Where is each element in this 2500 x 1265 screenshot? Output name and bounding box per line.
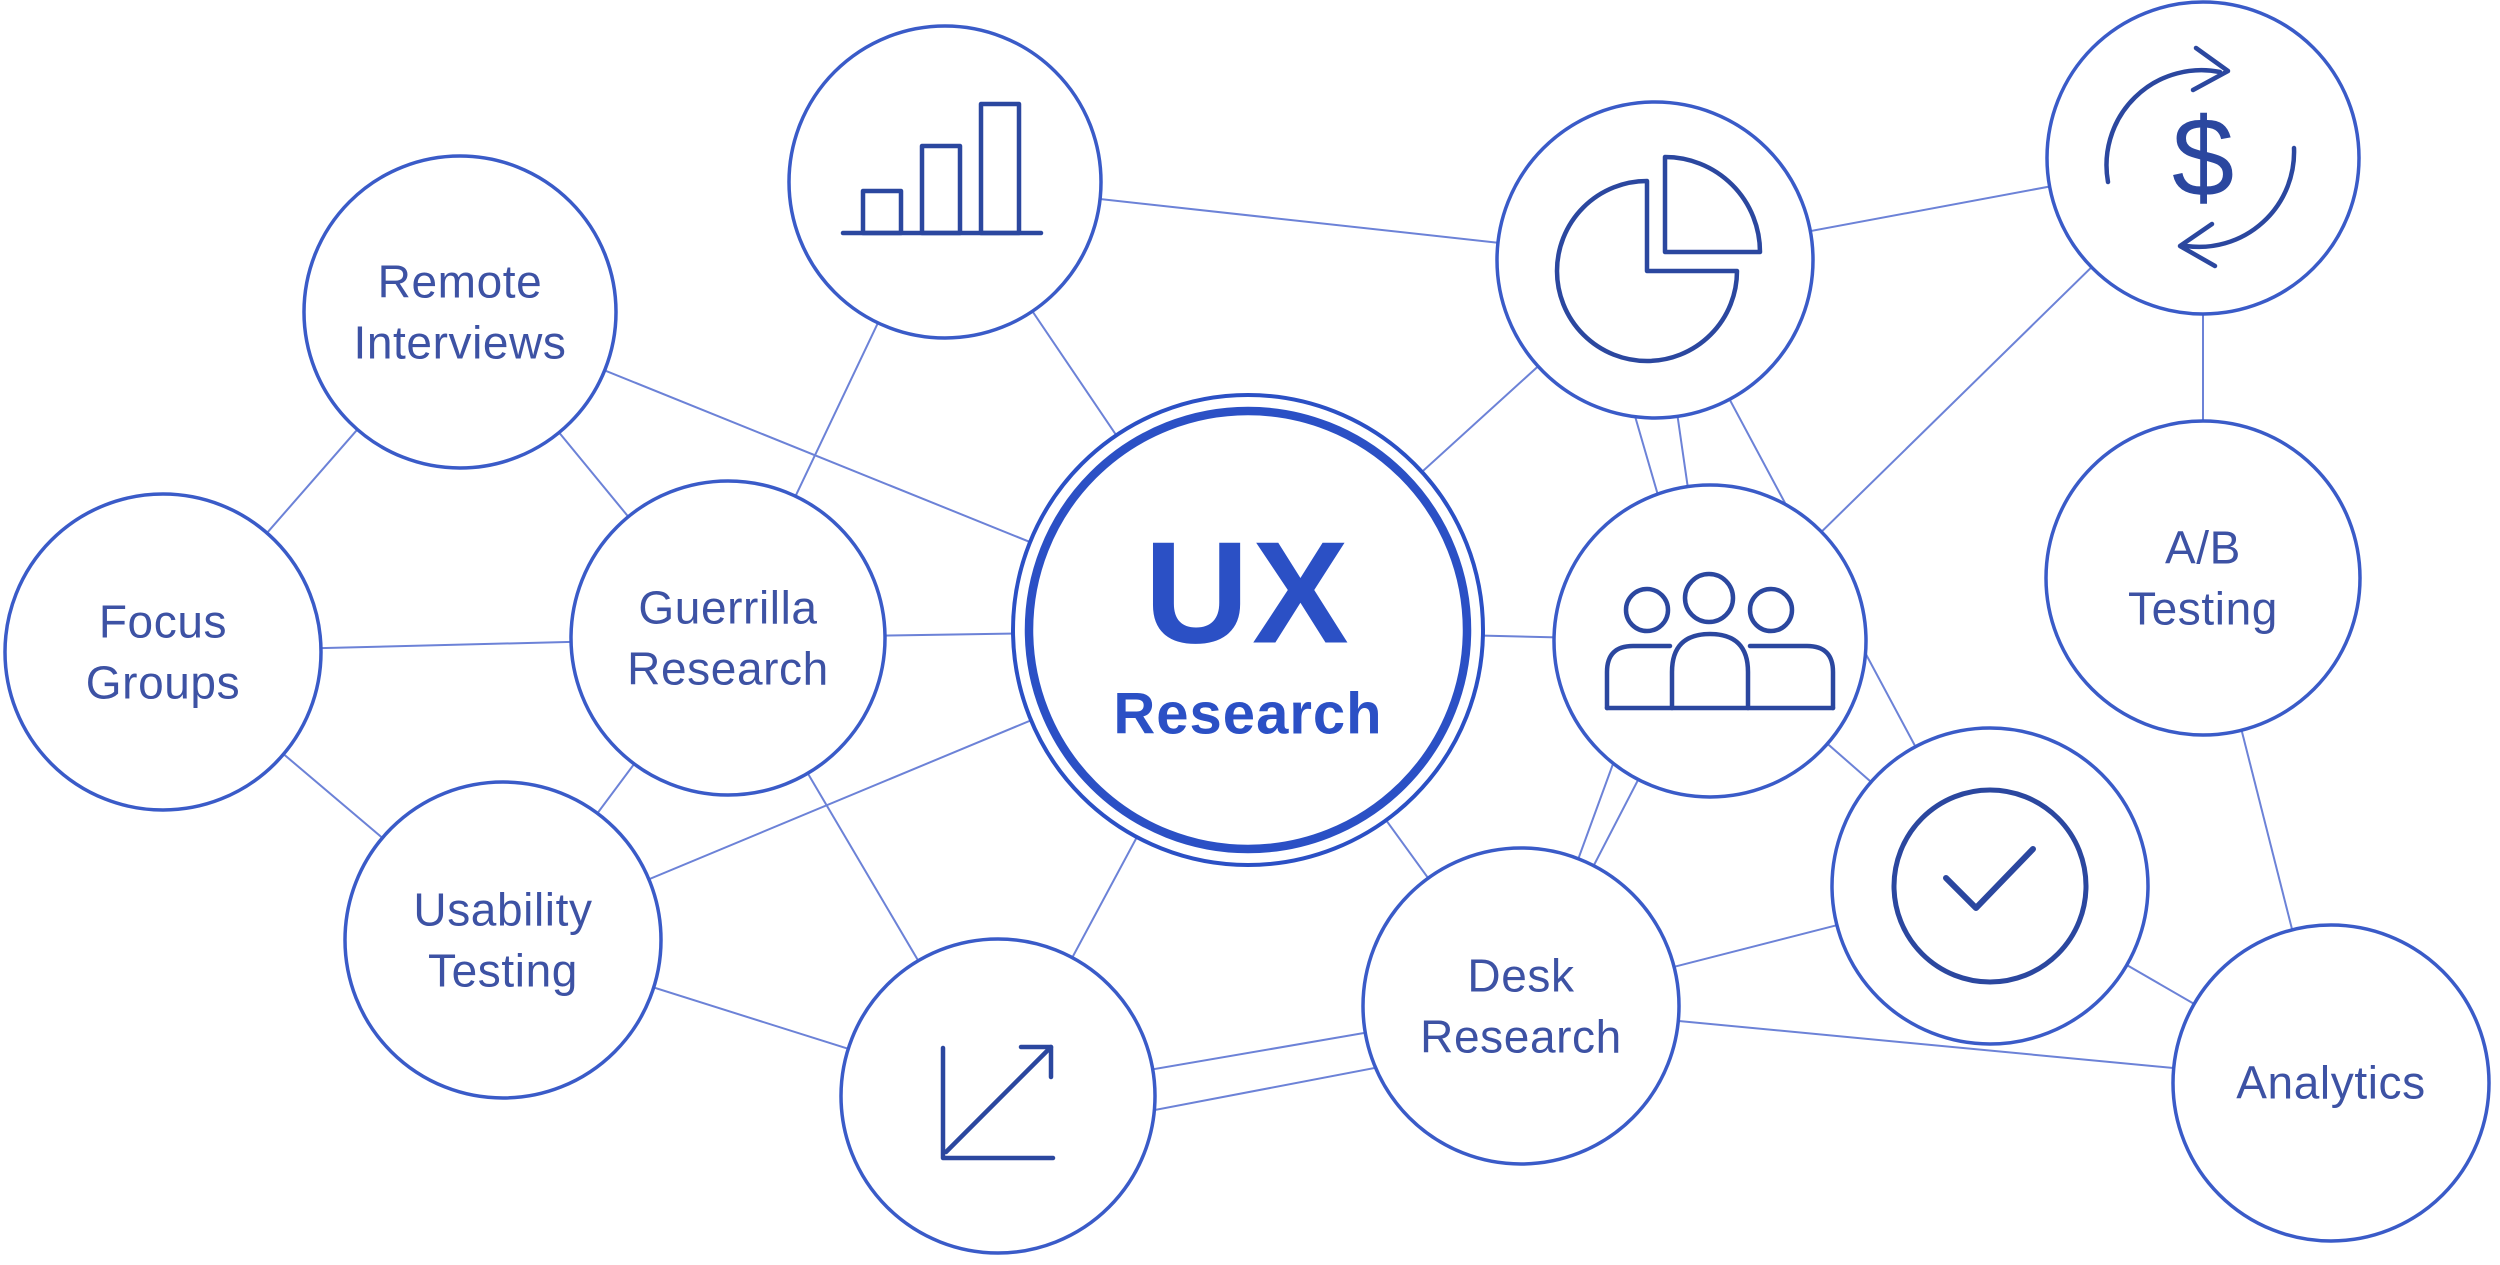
money-cycle-icon: $ [2104, 45, 2297, 269]
node-circle-money-cycle [2045, 0, 2361, 316]
node-circle-people-group [1552, 483, 1868, 799]
dollar-glyph: $ [2172, 95, 2234, 220]
node-circle-usability-testing [343, 780, 663, 1100]
node-icons: $ [840, 45, 2297, 1161]
node-circle-desk-research [1361, 846, 1681, 1166]
checkmark-icon [1891, 787, 2089, 985]
node-circle-remote-interviews [302, 154, 618, 470]
people-group-icon [1604, 571, 1836, 711]
node-circles [3, 0, 2491, 1255]
node-circle-checkmark [1830, 726, 2150, 1046]
growth-arrow-icon [940, 1044, 1056, 1161]
node-circle-pie-chart [1495, 100, 1815, 420]
node-circle-bar-chart [787, 24, 1103, 340]
center-node-inner-ring [1024, 406, 1472, 854]
pie-chart-icon [1554, 154, 1763, 364]
node-circle-growth-arrow [839, 937, 1157, 1255]
node-circle-focus-groups [3, 492, 323, 812]
node-circle-ab-testing [2044, 419, 2362, 737]
bar-chart-icon [840, 101, 1044, 236]
node-circle-analytics [2171, 923, 2491, 1243]
center-node-outer-ring [1011, 393, 1485, 867]
node-circle-guerrilla-research [569, 479, 887, 797]
